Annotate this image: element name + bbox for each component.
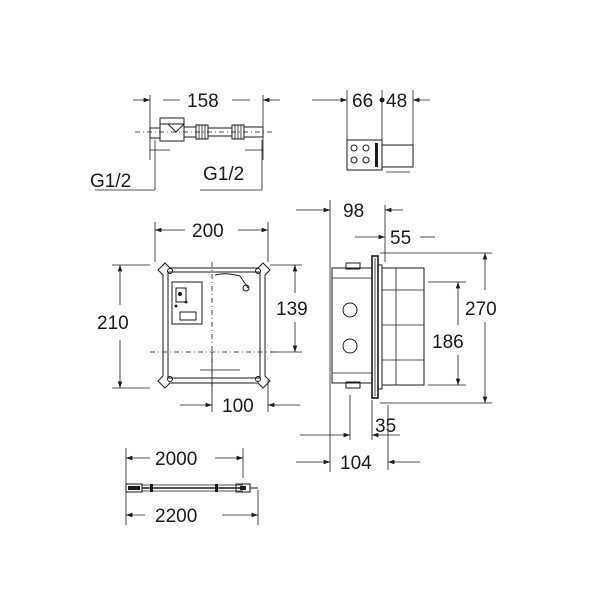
dim-side-offset: 35 <box>375 416 396 437</box>
dim-side-height-inner: 186 <box>432 332 464 353</box>
dim-front-center-width: 100 <box>222 396 254 417</box>
dim-top-box-b: 48 <box>386 91 407 112</box>
dim-front-width: 200 <box>192 221 224 242</box>
cable-view <box>125 448 259 525</box>
side-view <box>296 200 492 472</box>
dim-cable-length-inner: 2000 <box>155 449 197 470</box>
pipe-assembly-view <box>95 95 280 191</box>
dim-side-depth-total: 98 <box>343 201 364 222</box>
dim-side-depth-bottom: 104 <box>340 453 372 474</box>
dim-front-height: 210 <box>97 313 129 334</box>
front-view <box>112 222 302 412</box>
label-thread-right: G1/2 <box>203 164 244 185</box>
dim-side-height-total: 270 <box>465 299 497 320</box>
label-thread-left: G1/2 <box>90 171 131 192</box>
dim-front-center-height: 139 <box>276 299 308 320</box>
dim-cable-length-total: 2200 <box>155 506 197 527</box>
dim-side-depth-inner: 55 <box>390 228 411 249</box>
dim-top-box-a: 66 <box>352 91 373 112</box>
dim-pipe-length: 158 <box>187 91 219 112</box>
top-box-view <box>312 90 430 173</box>
